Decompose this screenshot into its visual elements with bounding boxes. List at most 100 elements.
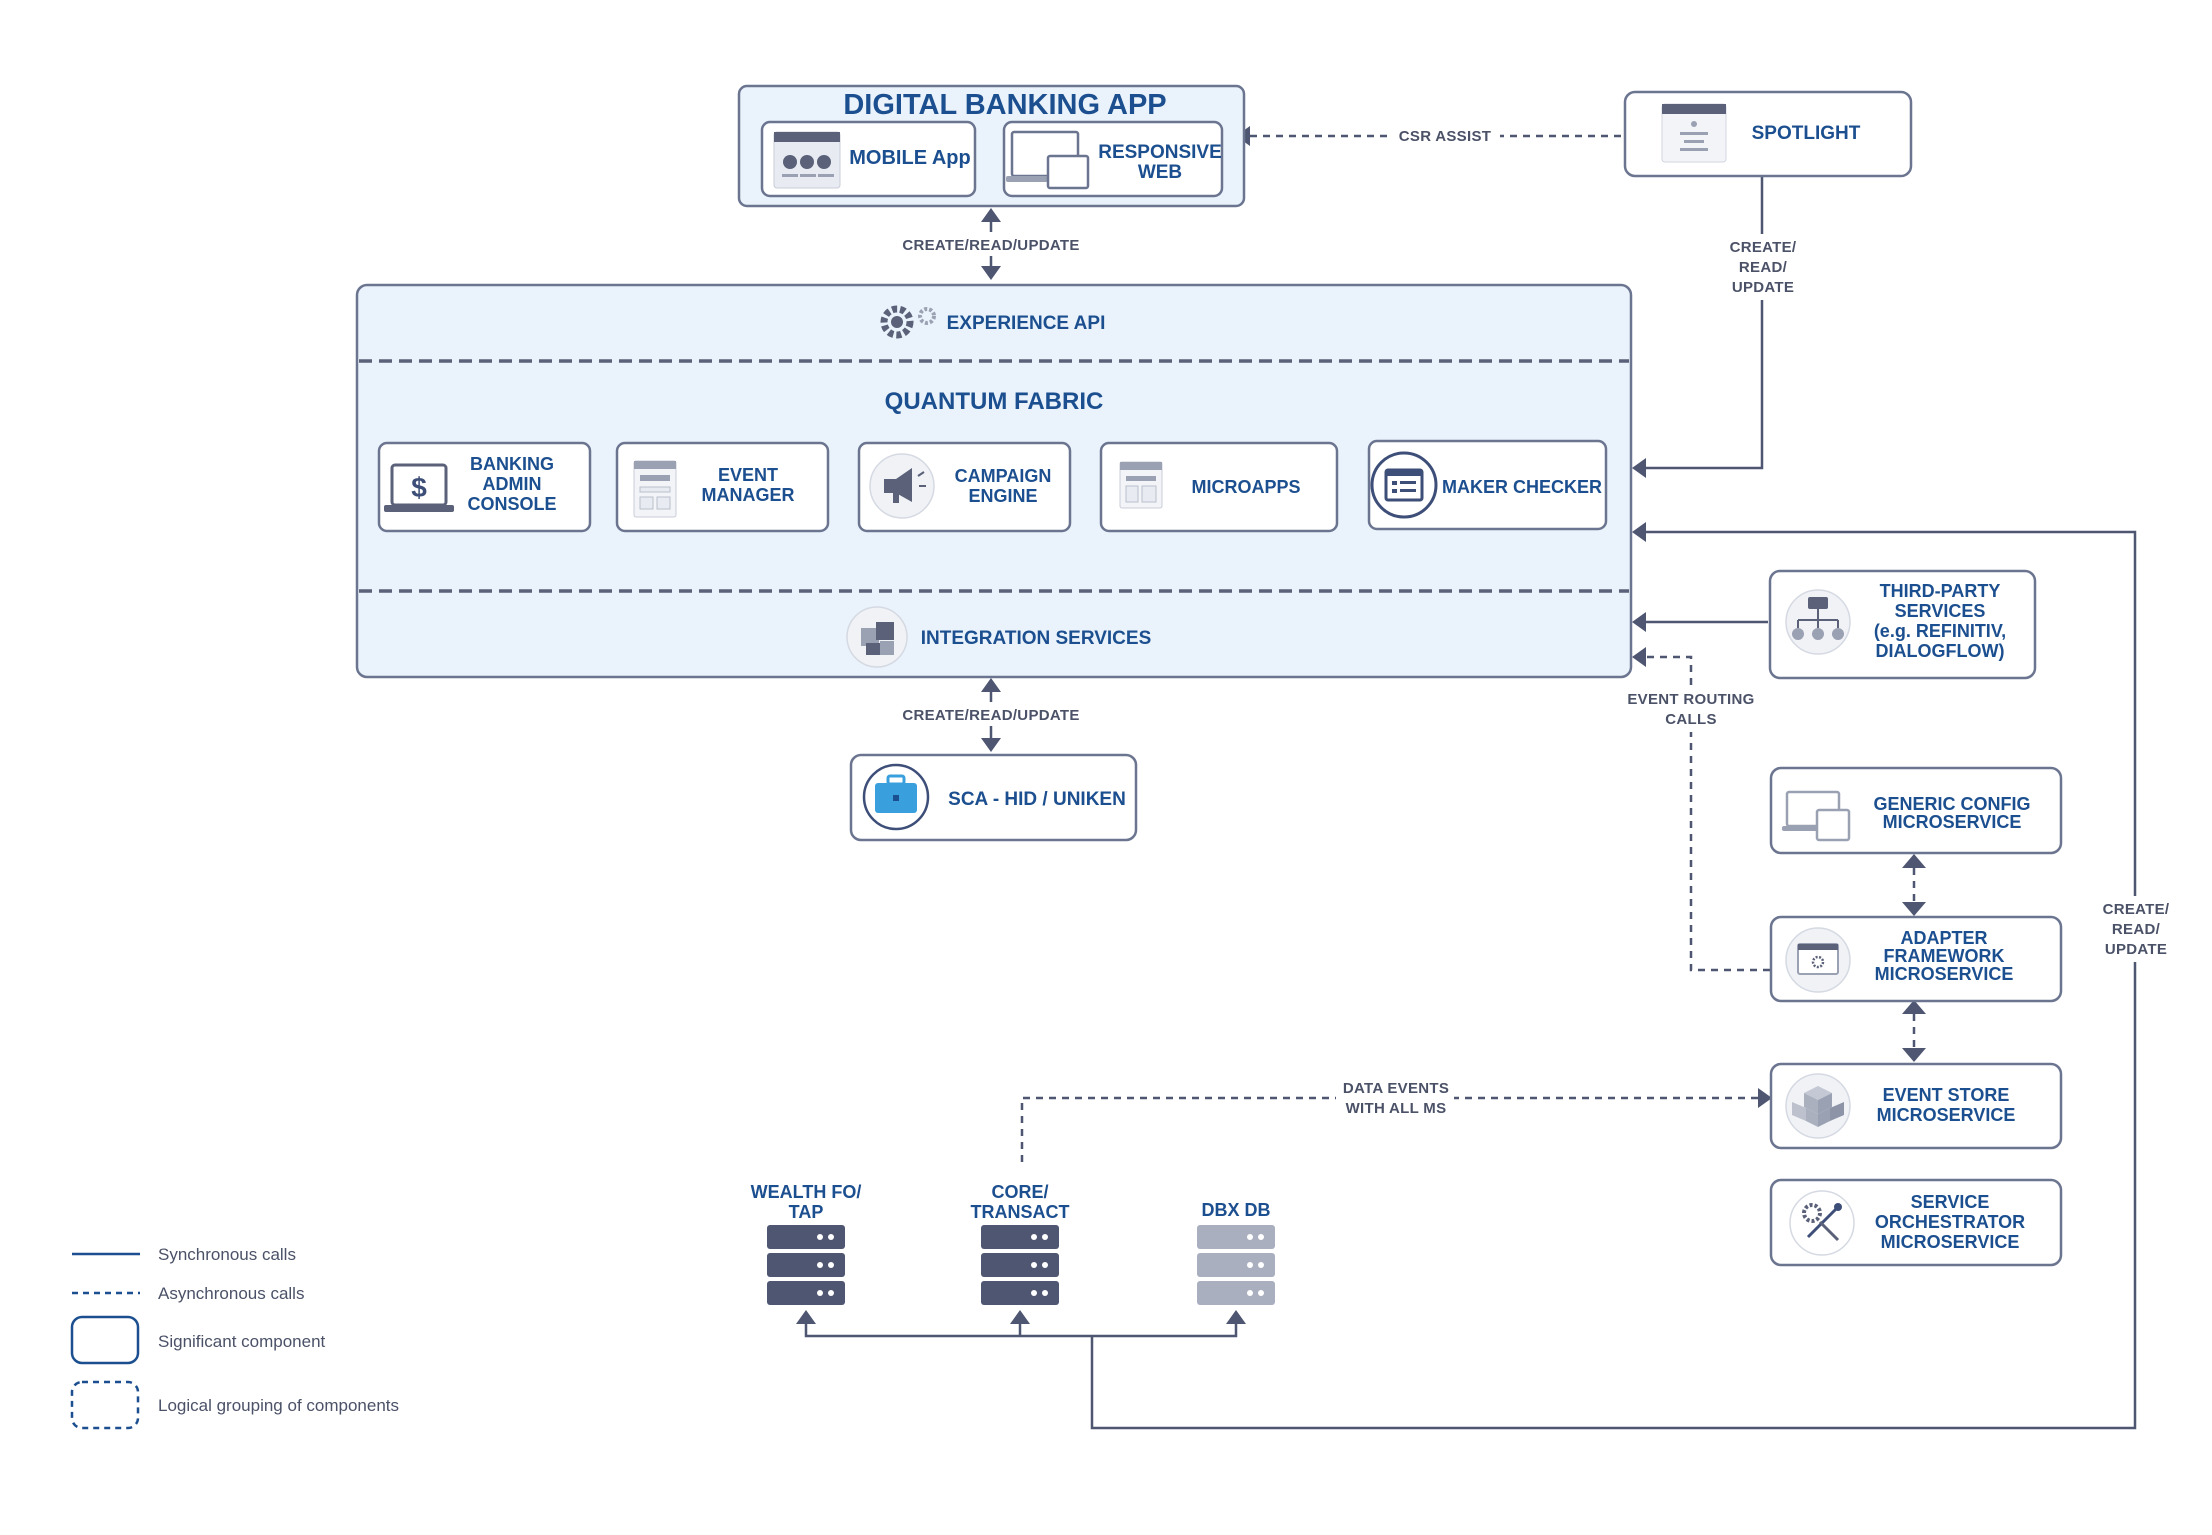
tools-icon xyxy=(1789,1190,1855,1256)
arrow-head xyxy=(981,266,1001,280)
arrow-head xyxy=(1226,1310,1246,1324)
legend-significant-label: Significant component xyxy=(158,1332,326,1351)
cru-top-label: CREATE/READ/UPDATE xyxy=(902,237,1079,254)
event-routing-connector xyxy=(1646,655,1770,972)
third-party-label-4: DIALOGFLOW) xyxy=(1876,641,2005,661)
spotlight-fabric-connector xyxy=(1646,177,1764,470)
campaign-engine-label-1: CAMPAIGN xyxy=(955,466,1052,486)
settings-window-icon xyxy=(1785,927,1851,993)
label-backdrop xyxy=(1336,1076,1454,1120)
banking-admin-label-1: BANKING xyxy=(470,454,554,474)
data-events-label-2: WITH ALL MS xyxy=(1346,1100,1447,1117)
quantum-fabric-title: QUANTUM FABRIC xyxy=(885,388,1104,415)
dbx-db-node: DBX DB xyxy=(1197,1200,1275,1305)
event-store-node: EVENT STORE MICROSERVICE xyxy=(1769,1062,2063,1150)
arrow-head xyxy=(1010,1310,1030,1324)
arrow-head xyxy=(796,1310,816,1324)
arrow-head xyxy=(1902,1048,1926,1062)
event-manager-label-1: EVENT xyxy=(718,465,778,485)
cru-bottom-label: CREATE/READ/UPDATE xyxy=(902,707,1079,724)
third-party-node: THIRD-PARTY SERVICES (e.g. REFINITIV, DI… xyxy=(1768,569,2037,680)
svg-text:$: $ xyxy=(411,472,427,503)
spotlight-label: SPOTLIGHT xyxy=(1752,123,1861,144)
maker-checker-label: MAKER CHECKER xyxy=(1442,477,1602,497)
digital-banking-app-group: DIGITAL BANKING APP MOBILE App RESPONSIV… xyxy=(737,84,1246,208)
generic-config-label-2: MICROSERVICE xyxy=(1883,812,2022,832)
banking-admin-label-2: ADMIN xyxy=(483,474,542,494)
core-label-1: CORE/ xyxy=(991,1182,1048,1202)
digital-banking-app-title: DIGITAL BANKING APP xyxy=(843,89,1166,121)
service-orchestrator-label-1: SERVICE xyxy=(1911,1192,1990,1212)
spotlight-cru-label-1: CREATE/ xyxy=(1730,239,1797,256)
backend-fabric-connector xyxy=(1090,530,2137,1430)
dollar-laptop-icon: $ xyxy=(384,463,454,512)
event-routing-label-1: EVENT ROUTING xyxy=(1627,691,1754,708)
responsive-web-label-1: RESPONSIVE xyxy=(1098,142,1222,163)
checklist-icon xyxy=(1370,451,1438,519)
right-cru-label-2: READ/ xyxy=(2112,921,2161,938)
mobile-app-label: MOBILE App xyxy=(849,147,970,169)
gear-icon xyxy=(880,305,936,339)
arrow-head xyxy=(1902,854,1926,868)
document-icon xyxy=(1661,103,1727,163)
service-orchestrator-label-3: MICROSERVICE xyxy=(1881,1232,2020,1252)
third-party-label-2: SERVICES xyxy=(1895,601,1986,621)
quantum-fabric-panel: EXPERIENCE API QUANTUM FABRIC $ BANKING … xyxy=(355,283,1633,679)
event-routing-label-2: CALLS xyxy=(1665,711,1717,728)
window-icon xyxy=(633,460,677,518)
sca-label: SCA - HID / UNIKEN xyxy=(948,789,1126,810)
label-backdrop xyxy=(2096,896,2176,962)
generic-config-node: GENERIC CONFIG MICROSERVICE xyxy=(1769,766,2063,855)
arrow-head xyxy=(1902,902,1926,916)
event-manager-label-2: MANAGER xyxy=(702,485,795,505)
arrow-head xyxy=(1758,1088,1772,1108)
csr-assist-label: CSR ASSIST xyxy=(1399,128,1491,145)
legend-significant-swatch xyxy=(70,1315,140,1365)
event-store-label-2: MICROSERVICE xyxy=(1877,1105,2016,1125)
label-backdrop xyxy=(900,702,1082,726)
integration-services-label: INTEGRATION SERVICES xyxy=(921,628,1152,649)
arrow-head xyxy=(1632,458,1646,478)
spotlight-cru-label-2: READ/ xyxy=(1739,259,1788,276)
responsive-web-label-2: WEB xyxy=(1138,162,1182,183)
adapter-label-3: MICROSERVICE xyxy=(1875,964,2014,984)
event-store-box xyxy=(1769,1062,2063,1150)
data-events-label-1: DATA EVENTS xyxy=(1343,1080,1449,1097)
third-party-label-1: THIRD-PARTY xyxy=(1880,581,2001,601)
sca-node: SCA - HID / UNIKEN xyxy=(849,753,1138,842)
arrow-head xyxy=(1902,1000,1926,1014)
service-orchestrator-node: SERVICE ORCHESTRATOR MICROSERVICE xyxy=(1769,1178,2063,1267)
legend-async-label: Asynchronous calls xyxy=(158,1284,304,1303)
core-db-node: CORE/ TRANSACT xyxy=(971,1182,1070,1305)
right-cru-label-1: CREATE/ xyxy=(2103,901,2170,918)
legend-logical-label: Logical grouping of components xyxy=(158,1396,399,1415)
adapter-label-1: ADAPTER xyxy=(1900,928,1987,948)
arrow-head xyxy=(1632,612,1646,632)
label-backdrop xyxy=(1722,234,1802,300)
arrow-head xyxy=(981,208,1001,222)
wealth-label-1: WEALTH FO/ xyxy=(751,1182,862,1202)
megaphone-icon xyxy=(869,453,935,519)
arrow-head xyxy=(981,738,1001,752)
legend-sync-label: Synchronous calls xyxy=(158,1245,296,1264)
microapps-label: MICROAPPS xyxy=(1191,477,1300,497)
label-backdrop xyxy=(1620,686,1766,732)
arrow-head xyxy=(1632,647,1646,667)
mobile-app-icon xyxy=(773,131,841,189)
generic-config-label-1: GENERIC CONFIG xyxy=(1873,794,2030,814)
server-icon xyxy=(1197,1225,1275,1305)
webpage-icon xyxy=(1119,461,1163,509)
label-backdrop xyxy=(1390,124,1500,148)
arrow-head xyxy=(1632,522,1646,542)
experience-api-label: EXPERIENCE API xyxy=(947,313,1106,334)
devices-icon xyxy=(1782,790,1851,842)
legend: Synchronous calls Asynchronous calls Sig… xyxy=(70,1245,399,1430)
event-store-label-1: EVENT STORE xyxy=(1883,1085,2010,1105)
puzzle-icon xyxy=(846,606,908,668)
dbx-label: DBX DB xyxy=(1201,1200,1270,1220)
wealth-db-node: WEALTH FO/ TAP xyxy=(751,1182,862,1305)
sca-box xyxy=(849,753,1138,842)
server-icon xyxy=(981,1225,1059,1305)
right-cru-label-3: UPDATE xyxy=(2105,941,2167,958)
